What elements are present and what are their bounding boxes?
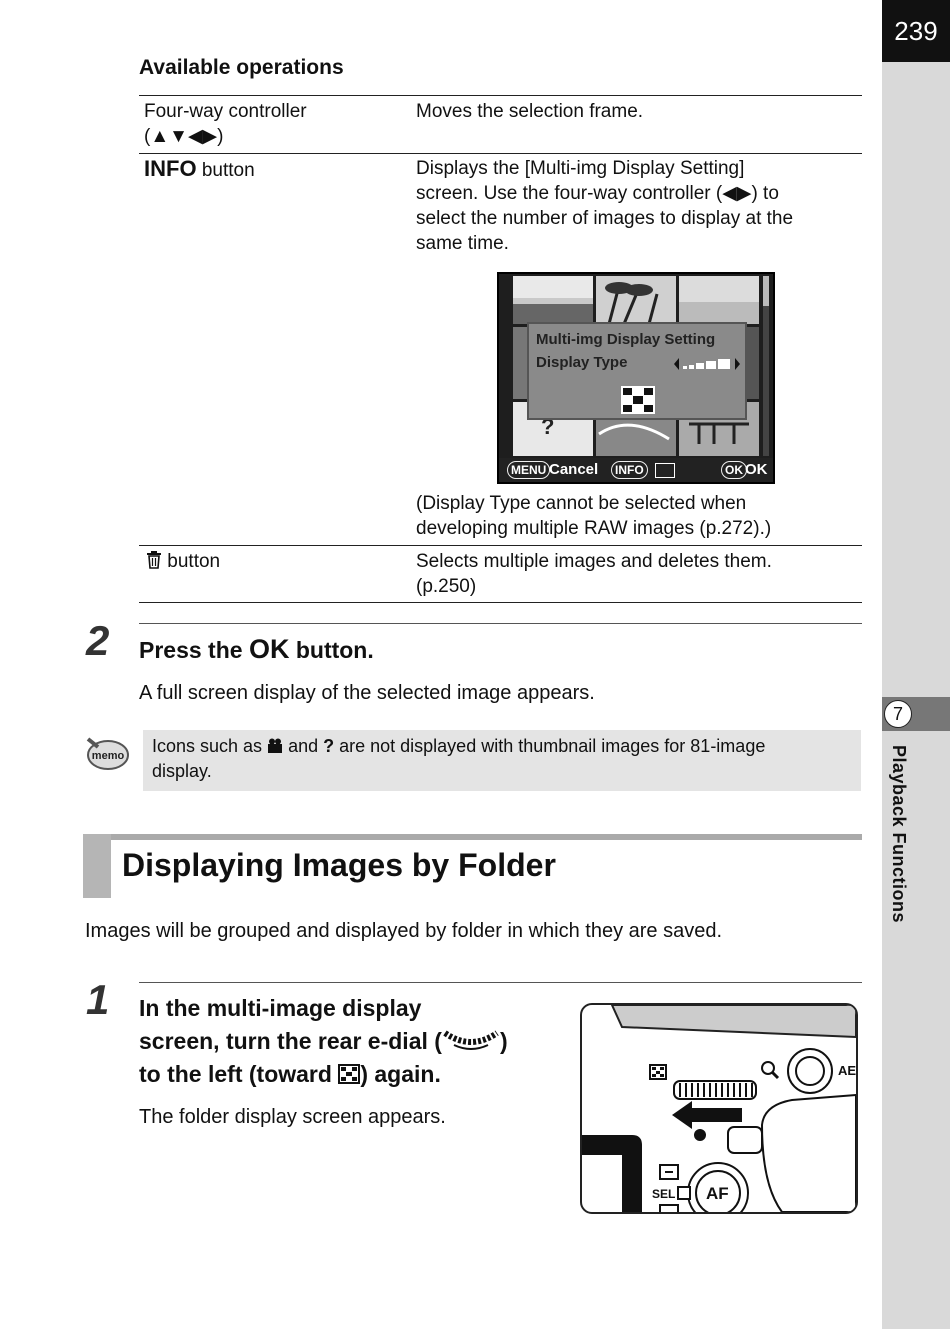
page-number: 239 (882, 0, 950, 62)
table-row-rule (139, 545, 862, 546)
display-type-label: Display Type (536, 354, 628, 371)
row2-left: INFO button (144, 156, 255, 183)
af-label: AF (706, 1184, 729, 1203)
section-intro: Images will be grouped and displayed by … (85, 920, 723, 942)
question-mark-icon: ? (323, 736, 335, 756)
step1-line1: In the multi-image display (139, 995, 422, 1021)
ae-label: AE (838, 1063, 857, 1078)
folder-display-icon (338, 1064, 361, 1084)
table-row-rule (139, 153, 862, 154)
step-number: 2 (86, 617, 110, 664)
memo-box (143, 730, 861, 791)
four-way-controller-label: Four-way controller (144, 101, 307, 122)
movie-icon (268, 738, 283, 753)
step1-line3-post: ) again. (360, 1061, 441, 1087)
menu-button-icon: MENU (507, 461, 551, 479)
button-word: button (196, 160, 255, 181)
step1-line2-post: ) (499, 1028, 508, 1054)
row3-line: Selects multiple images and deletes them… (416, 551, 772, 572)
memo-text-line2: display. (152, 761, 212, 781)
info-button-label: INFO (144, 156, 197, 181)
memo-text-post: are not displayed with thumbnail images … (334, 736, 766, 756)
step2-heading-pre: Press the (139, 637, 249, 663)
magnify-icon (761, 1061, 775, 1075)
step2-body: A full screen display of the selected im… (139, 682, 595, 704)
display-icon (655, 463, 675, 478)
step1-line2: screen, turn the rear e-dial () (139, 1025, 508, 1058)
table-bottom-rule (139, 602, 862, 603)
question-mark-icon: ? (541, 414, 555, 439)
display-type-slider-icon (674, 358, 740, 370)
memo-text-pre: Icons such as (152, 736, 268, 756)
row3-line: (p.250) (416, 576, 477, 597)
section-title: Displaying Images by Folder (122, 847, 556, 883)
folder-display-icon (621, 386, 655, 414)
display-setting-dialog: Multi-img Display Setting Display Type (527, 322, 747, 420)
note-line: (Display Type cannot be selected when (416, 493, 747, 514)
arrow-left-icon (672, 1101, 692, 1129)
sel-label: SEL (652, 1187, 676, 1201)
chapter-sidebar (882, 0, 950, 1329)
ok-button-icon: OK (721, 461, 747, 479)
ok-label: OK (745, 461, 768, 478)
memo-label: memo (92, 750, 125, 762)
ok-button-label: OK (248, 634, 290, 664)
table-top-rule (139, 95, 862, 96)
row1-right: Moves the selection frame. (416, 101, 644, 122)
dialog-title: Multi-img Display Setting (536, 331, 716, 348)
memo-text-mid: and (283, 736, 324, 756)
rear-e-dial-icon (443, 1030, 499, 1050)
note-line: developing multiple RAW images (p.272).) (416, 518, 772, 539)
memo-text: Icons such as and ? are not displayed wi… (152, 734, 856, 784)
step2-heading: Press the OK button. (139, 633, 374, 667)
info-button-icon: INFO (611, 461, 648, 479)
step1-line3: to the left (toward ) again. (139, 1058, 508, 1091)
row2-line: screen. Use the four-way controller (◀▶)… (416, 183, 779, 204)
step1-body: The folder display screen appears. (139, 1106, 446, 1128)
row1-left: Four-way controller (▲▼◀▶) (144, 99, 307, 149)
step1-rule (139, 982, 862, 983)
step1-line2-pre: screen, turn the rear e-dial ( (139, 1028, 442, 1054)
step1-heading: In the multi-image display screen, turn … (139, 992, 508, 1091)
camera-illustration: AE AF SEL (580, 1003, 858, 1214)
step2-heading-post: button. (289, 637, 374, 663)
row3-left: button (146, 549, 220, 574)
cancel-label: Cancel (549, 461, 599, 478)
row2-line: select the number of images to display a… (416, 208, 794, 229)
chapter-title: Playback Functions (889, 745, 909, 924)
memo-icon: memo (86, 737, 129, 770)
multi-img-screen-illustration: ? Multi-img Display Setting Display Type… (497, 272, 775, 484)
step2-rule (139, 623, 862, 624)
trash-icon (147, 551, 161, 569)
folder-display-icon (649, 1064, 667, 1080)
section-bar-left (83, 834, 111, 898)
camera-body-drawing (582, 1005, 856, 1212)
display-type-note: (Display Type cannot be selected when de… (416, 491, 771, 541)
screen-guide-bar: MENU Cancel INFO OK OK (499, 458, 773, 482)
four-way-arrows: (▲▼◀▶) (144, 126, 224, 147)
row2-right: Displays the [Multi-img Display Setting]… (416, 156, 793, 256)
section-bar (83, 834, 862, 840)
button-word: button (162, 551, 221, 572)
row2-line: same time. (416, 233, 509, 254)
step1-line3-pre: to the left (toward (139, 1061, 339, 1087)
row3-right: Selects multiple images and deletes them… (416, 549, 772, 599)
available-operations-heading: Available operations (139, 56, 344, 79)
chapter-number: 7 (884, 700, 912, 728)
row2-line: Displays the [Multi-img Display Setting] (416, 158, 745, 179)
step-number: 1 (86, 976, 110, 1023)
